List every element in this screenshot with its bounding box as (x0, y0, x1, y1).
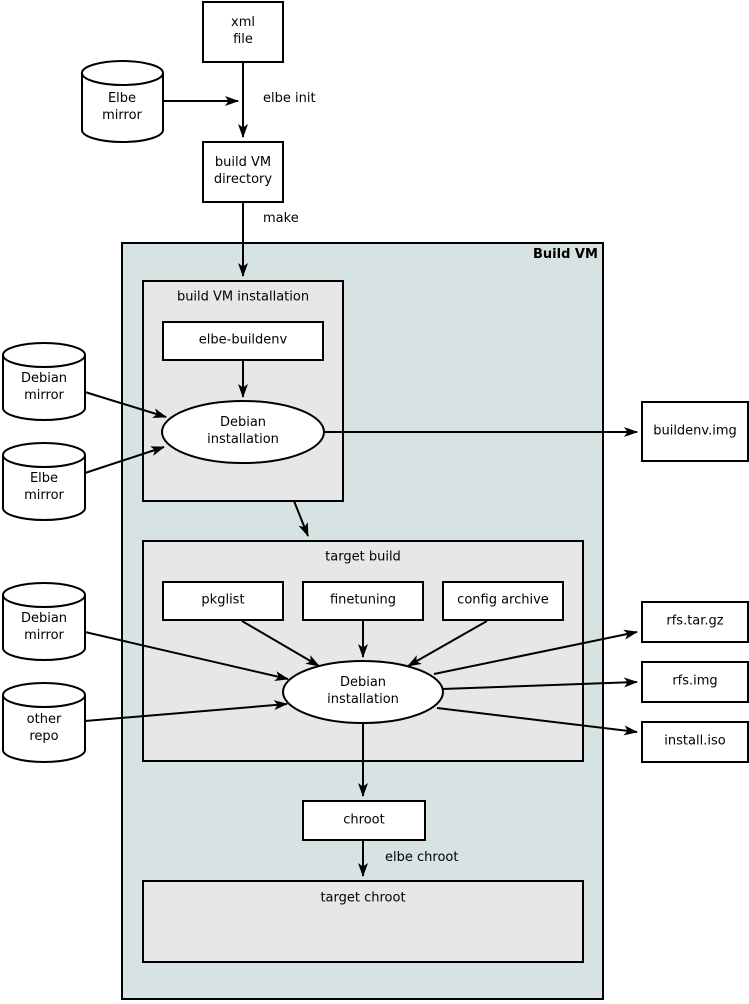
debian-mirror-1-cylinder (2, 342, 86, 421)
edge-debianmirror2-to-debianinstall2 (84, 631, 289, 681)
edge-debianinstall2-to-rfsimg (441, 677, 638, 690)
chroot-box (302, 800, 426, 841)
buildenv-img-box (641, 401, 749, 462)
edge-otherrepo-to-debianinstall2 (84, 700, 288, 722)
elbe-mirror-2-cylinder (2, 442, 86, 521)
rfs-tar-gz-box (641, 601, 749, 643)
finetuning-box (302, 581, 424, 621)
cylinder-top (2, 342, 86, 368)
cylinder-body (2, 595, 86, 661)
elbe-buildenv-box (162, 321, 324, 361)
target-chroot-panel (142, 880, 584, 963)
other-repo-cylinder (2, 682, 86, 763)
debian-installation-1-ellipse (161, 400, 325, 464)
xml-file-box (202, 1, 284, 63)
cylinder-top (81, 60, 164, 86)
cylinder-body (2, 355, 86, 421)
edge-pkglist-to-debianinstall2 (241, 620, 320, 667)
edge-buildvminstallation-to-targetbuild (293, 500, 309, 537)
config-archive-box (442, 581, 564, 621)
debian-mirror-2-cylinder (2, 582, 86, 661)
debian-installation-2-ellipse (282, 660, 444, 724)
install-iso-box (641, 721, 749, 763)
cylinder-top (2, 682, 86, 708)
rfs-img-box (641, 661, 749, 703)
edge-debianinstall2-to-rfstargz (433, 629, 638, 675)
cylinder-body (2, 455, 86, 521)
cylinder-body (2, 695, 86, 763)
cylinder-top (2, 582, 86, 608)
cylinder-top (2, 442, 86, 468)
edge-configarchive-to-debianinstall2 (407, 620, 488, 667)
edge-elbemirror2-to-debianinstall1 (84, 446, 165, 474)
elbe-mirror-top-cylinder (81, 60, 164, 143)
pkglist-box (162, 581, 284, 621)
cylinder-body (81, 73, 164, 143)
edge-debianinstall2-to-installiso (436, 707, 638, 736)
build-vm-directory-box (202, 141, 284, 203)
edge-debianmirror1-to-debianinstall1 (84, 391, 167, 418)
